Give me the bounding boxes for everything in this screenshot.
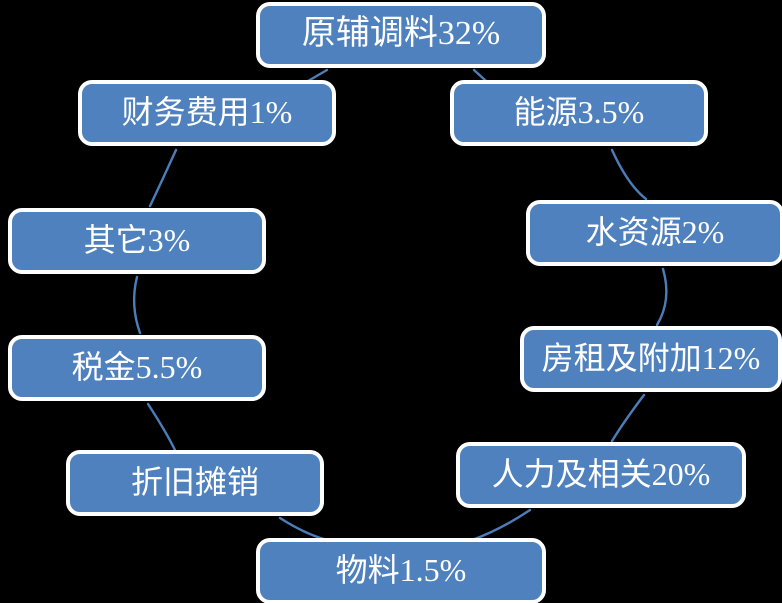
node-label-labor-related: 人力及相关20% xyxy=(491,456,711,492)
node-label-depreciation: 折旧摊销 xyxy=(130,464,259,500)
node-label-raw-materials: 原辅调料32% xyxy=(301,15,501,52)
connector-water-resource-to-rent-surcharge xyxy=(655,267,668,327)
connector-labor-related-to-materials xyxy=(470,508,532,542)
node-depreciation[interactable]: 折旧摊销 xyxy=(66,450,324,516)
connector-financial-expense-to-others xyxy=(148,148,178,208)
node-label-rent-surcharge: 房租及附加12% xyxy=(541,340,761,376)
node-raw-materials[interactable]: 原辅调料32% xyxy=(256,2,546,68)
node-label-water-resource: 水资源2% xyxy=(585,214,725,250)
node-label-others: 其它3% xyxy=(83,222,191,258)
connector-tax-to-depreciation xyxy=(146,402,177,452)
node-labor-related[interactable]: 人力及相关20% xyxy=(456,442,746,508)
node-energy[interactable]: 能源3.5% xyxy=(450,80,708,146)
node-label-financial-expense: 财务费用1% xyxy=(121,94,293,130)
connector-rent-surcharge-to-labor-related xyxy=(610,393,646,443)
node-financial-expense[interactable]: 财务费用1% xyxy=(78,80,336,146)
node-rent-surcharge[interactable]: 房租及附加12% xyxy=(520,326,782,392)
connector-depreciation-to-materials xyxy=(278,516,329,542)
node-tax[interactable]: 税金5.5% xyxy=(8,335,266,401)
node-materials[interactable]: 物料1.5% xyxy=(256,538,546,603)
connector-energy-to-water-resource xyxy=(610,148,648,201)
node-water-resource[interactable]: 水资源2% xyxy=(526,200,782,266)
node-label-energy: 能源3.5% xyxy=(513,94,645,130)
node-label-materials: 物料1.5% xyxy=(335,552,467,588)
connector-others-to-tax xyxy=(132,275,142,335)
node-label-tax: 税金5.5% xyxy=(71,349,203,385)
node-others[interactable]: 其它3% xyxy=(8,208,266,274)
